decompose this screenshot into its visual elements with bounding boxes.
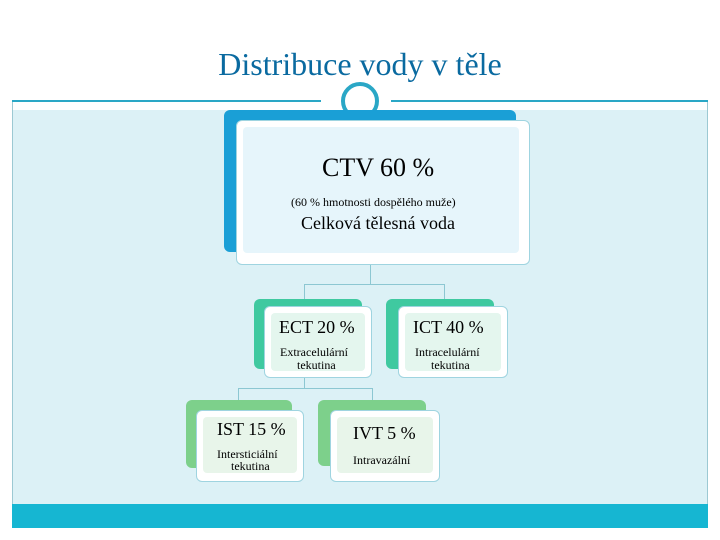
- connector-ict-drop: [444, 284, 445, 300]
- ict-desc-line2: tekutina: [431, 358, 470, 372]
- ect-heading: ECT 20 %: [279, 317, 355, 337]
- connector-root-down: [370, 264, 371, 284]
- root-node: CTV 60 % (60 % hmotnosti dospělého muže)…: [236, 120, 530, 265]
- connector-ivt-drop: [372, 388, 373, 400]
- ivt-desc-line1: Intravazální: [353, 453, 411, 467]
- bottom-bar: [12, 504, 708, 528]
- ist-desc-line2: tekutina: [231, 459, 270, 473]
- ect-desc-line2: tekutina: [297, 358, 336, 372]
- connector-ect-down: [304, 376, 305, 388]
- root-subtitle: Celková tělesná voda: [301, 213, 455, 233]
- root-note: (60 % hmotnosti dospělého muže): [291, 195, 456, 209]
- slide-title: Distribuce vody v těle: [218, 46, 502, 82]
- ist-desc-line1: Intersticiální: [217, 447, 278, 461]
- connector-ect-drop: [304, 284, 305, 300]
- ivt-heading: IVT 5 %: [353, 423, 416, 443]
- ist-heading: IST 15 %: [217, 419, 286, 439]
- ect-node-fill: [271, 313, 365, 371]
- connector-level2-horizontal: [304, 284, 444, 285]
- ect-desc-line1: Extracelulární: [280, 345, 348, 359]
- ict-node-fill: [405, 313, 501, 371]
- ivt-node: IVT 5 % Intravazální: [330, 410, 440, 482]
- ict-node: ICT 40 % Intracelulární tekutina: [398, 306, 508, 378]
- ist-node: IST 15 % Intersticiální tekutina: [196, 410, 304, 482]
- root-node-fill: [243, 127, 519, 253]
- connector-ist-drop: [238, 388, 239, 400]
- ist-node-fill: [203, 417, 297, 473]
- ivt-node-fill: [337, 417, 433, 473]
- root-heading: CTV 60 %: [322, 153, 435, 182]
- ict-heading: ICT 40 %: [413, 317, 484, 337]
- connector-level3-horizontal: [238, 388, 372, 389]
- ect-node: ECT 20 % Extracelulární tekutina: [264, 306, 372, 378]
- ict-desc-line1: Intracelulární: [415, 345, 480, 359]
